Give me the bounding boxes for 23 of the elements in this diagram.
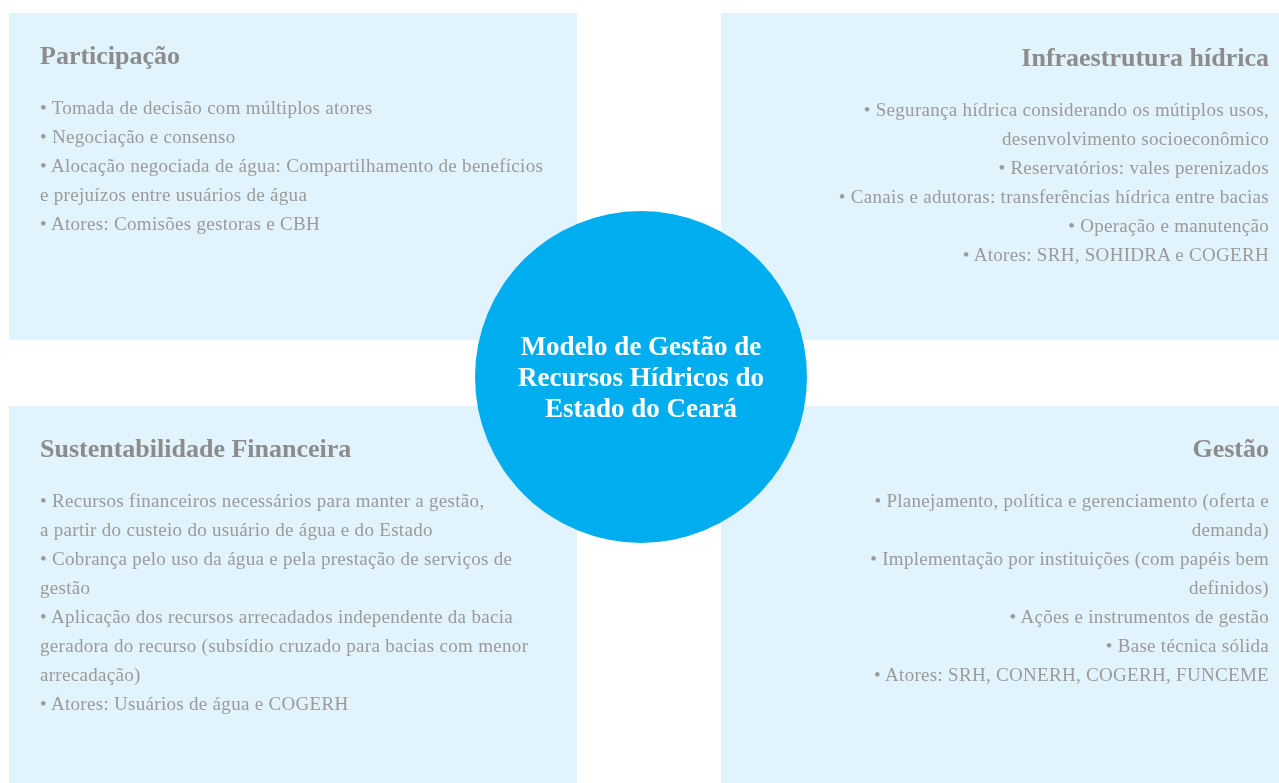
bullet-item: • Segurança hídrica considerando os mútiplos usos, desenvolvimento socioeconômico [862, 98, 1269, 151]
bullet-item: • Operação e manutenção [1067, 214, 1269, 238]
panel-heading: Participação [40, 41, 182, 71]
bullet-item: • Recursos financeiros necessários para manter a gestão, a partir do custeio do usuário de água e do Estado [40, 489, 486, 542]
bullet-item: • Tomada de decisão com múltiplos atores [40, 96, 374, 120]
bullet-item: • Atores: SRH, CONERH, COGERH, FUNCEME [873, 663, 1269, 687]
bullet-item: • Implementação por instituições (com papéis bem definidos) [869, 547, 1269, 600]
panel-heading: Gestão [1191, 434, 1269, 464]
bullet-item: • Base técnica sólida [1104, 634, 1269, 658]
bullet-item: • Atores: SRH, SOHIDRA e COGERH [961, 243, 1269, 267]
bullet-item: • Atores: Comisões gestoras e CBH [40, 212, 321, 236]
center-title: Modelo de Gestão de Recursos Hídricos do Estado do Ceará [517, 330, 765, 424]
bullet-item: • Canais e adutoras: transferências hídrica entre bacias [837, 185, 1269, 209]
bullet-item: • Reservatórios: vales perenizados [997, 156, 1269, 180]
bullet-item: • Planejamento, política e gerenciamento (oferta e demanda) [873, 489, 1269, 542]
bullet-item: • Cobrança pelo uso da água e pela prestação de serviços de gestão [40, 547, 514, 600]
bullet-item: • Ações e instrumentos de gestão [1008, 605, 1269, 629]
bullet-item: • Aplicação dos recursos arrecadados independente da bacia geradora do recurso (subsídio cruzado para bacias com menor arrecadação) [40, 605, 530, 687]
bullet-item: • Alocação negociada de água: Compartilhamento de benefícios e prejuízos entre usuários de água [40, 154, 545, 207]
bullet-item: • Atores: Usuários de água e COGERH [40, 692, 350, 716]
bullet-item: • Negociação e consenso [40, 125, 237, 149]
panel-heading: Infraestrutura hídrica [1020, 43, 1269, 73]
panel-heading: Sustentabilidade Financeira [40, 434, 353, 464]
